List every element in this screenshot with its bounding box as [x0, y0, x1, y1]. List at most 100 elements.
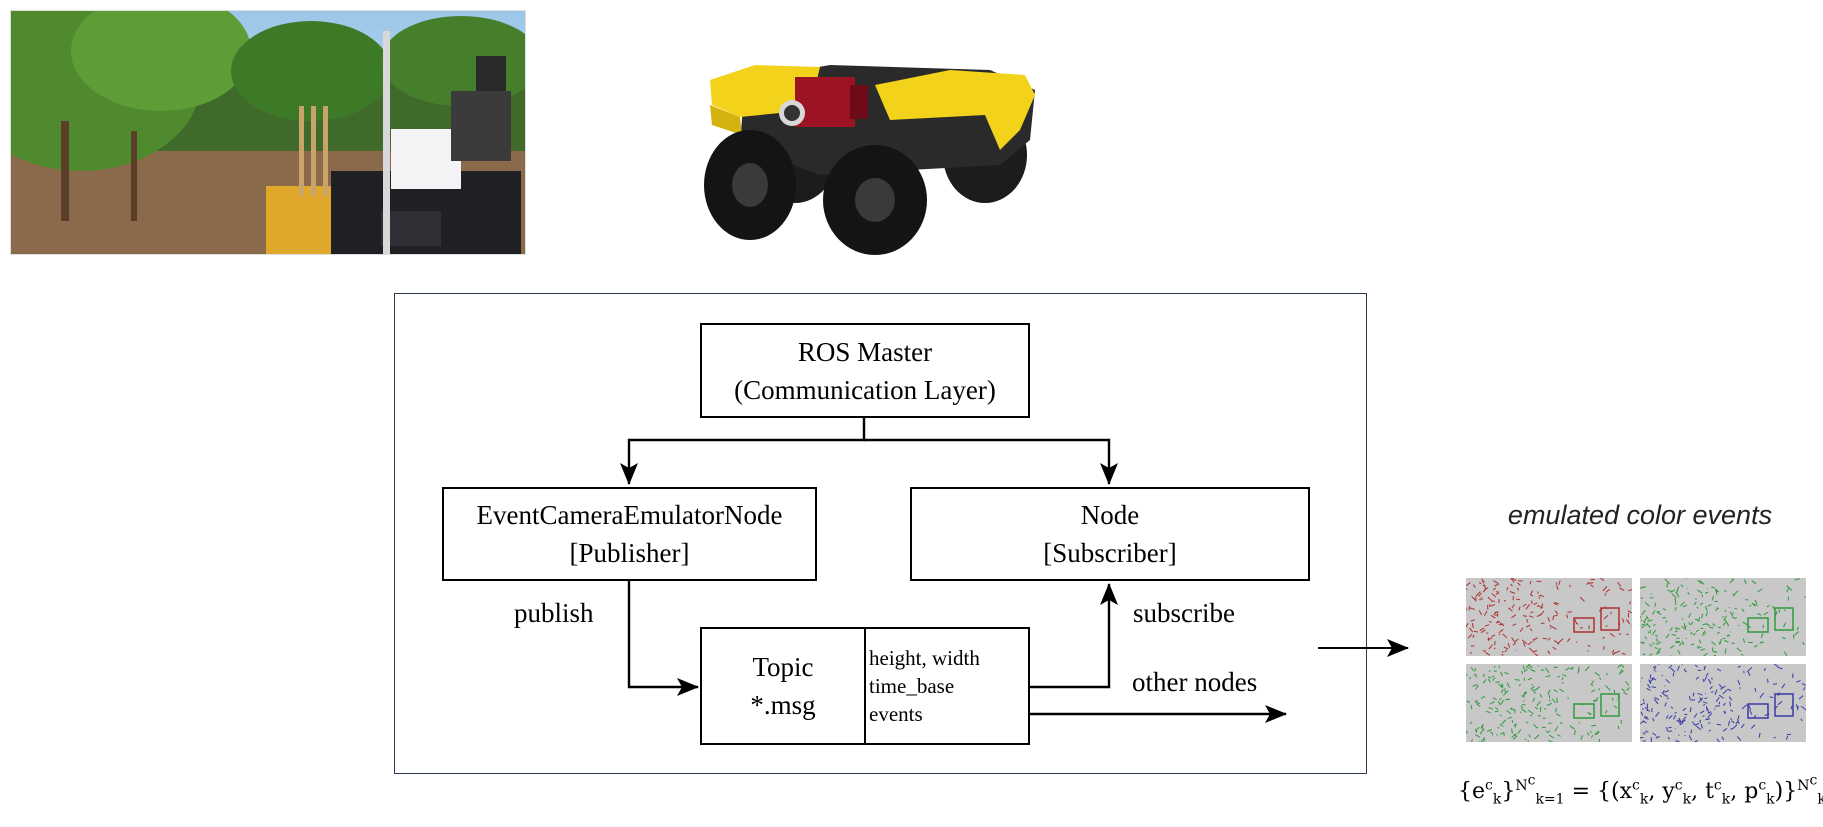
event-stroke [1729, 578, 1735, 584]
event-stroke [1640, 702, 1646, 706]
event-stroke [1538, 665, 1540, 668]
event-stroke [1626, 619, 1631, 625]
event-stroke [1688, 735, 1693, 741]
event-stroke [1694, 664, 1698, 668]
event-stroke [1491, 592, 1497, 598]
event-stroke [1556, 713, 1561, 717]
event-stroke [1702, 715, 1705, 718]
event-stroke [1651, 610, 1656, 615]
event-stroke [1567, 611, 1572, 613]
event-stroke [1610, 611, 1612, 615]
event-stroke [1511, 578, 1517, 581]
event-stroke [1499, 723, 1502, 727]
event-stroke [1536, 605, 1540, 607]
event-stroke [1511, 728, 1513, 734]
subscriber-node: Node [Subscriber] [910, 487, 1310, 581]
event-stroke [1741, 704, 1748, 710]
event-stroke [1553, 640, 1560, 645]
event-stroke [1472, 623, 1474, 628]
event-stroke [1662, 608, 1667, 611]
event-stroke [1742, 621, 1748, 626]
event-stroke [1505, 698, 1511, 701]
ros-master-title: ROS Master [797, 336, 933, 367]
event-stroke [1684, 625, 1687, 629]
event-stroke [1521, 670, 1523, 675]
event-stroke [1591, 689, 1596, 693]
event-stroke [1471, 739, 1473, 742]
event-stroke [1539, 693, 1543, 698]
event-stroke [1702, 652, 1708, 656]
event-stroke [1734, 607, 1738, 610]
event-stroke [1793, 631, 1800, 636]
event-stroke [1558, 580, 1561, 585]
event-stroke [1722, 689, 1728, 695]
event-stroke [1487, 676, 1492, 679]
event-stroke [1640, 586, 1644, 589]
event-stroke [1469, 607, 1475, 610]
event-stroke [1512, 623, 1517, 626]
event-stroke [1786, 587, 1790, 593]
event-stroke [1716, 738, 1721, 742]
event-stroke [1690, 643, 1695, 646]
event-stroke [1533, 640, 1535, 642]
event-stroke [1690, 631, 1693, 635]
event-stroke [1697, 589, 1703, 594]
event-stroke [1776, 694, 1780, 696]
event-stroke [1690, 729, 1693, 734]
topic-field: events [869, 702, 923, 726]
event-stroke [1537, 715, 1541, 717]
event-stroke [1654, 697, 1660, 701]
event-stroke [1609, 632, 1615, 638]
event-stroke [1517, 582, 1521, 587]
event-stroke [1784, 651, 1788, 656]
event-stroke [1627, 610, 1632, 614]
event-stroke [1479, 627, 1485, 632]
event-stroke [1751, 602, 1756, 607]
event-stroke [1496, 734, 1498, 736]
event-stroke [1507, 716, 1513, 719]
event-stroke [1470, 619, 1475, 622]
other-nodes-label: other nodes [1132, 667, 1258, 697]
event-stroke [1474, 597, 1477, 600]
event-stroke [1566, 637, 1571, 643]
event-stroke [1678, 642, 1682, 646]
event-stroke [1742, 638, 1746, 643]
event-stroke [1498, 623, 1504, 626]
event-stroke [1532, 697, 1536, 702]
event-stroke [1772, 683, 1778, 685]
event-stroke [1482, 679, 1487, 684]
event-stroke [1671, 633, 1677, 636]
event-stroke [1517, 729, 1522, 734]
event-stroke [1480, 695, 1486, 699]
event-stroke [1649, 653, 1653, 656]
event-stroke [1687, 591, 1690, 595]
event-stroke [1599, 677, 1602, 680]
topic-msg-type: *.msg [750, 690, 816, 720]
event-stroke [1483, 610, 1488, 616]
event-stroke [1487, 678, 1491, 683]
event-stroke [1677, 649, 1681, 655]
event-stroke [1486, 729, 1492, 732]
event-stroke [1676, 586, 1680, 591]
event-stroke [1534, 706, 1539, 710]
event-stroke [1702, 631, 1705, 637]
event-stroke [1485, 651, 1491, 656]
event-stroke [1781, 637, 1786, 640]
event-stroke [1700, 648, 1706, 651]
event-stroke [1644, 717, 1649, 720]
event-stroke [1668, 715, 1673, 720]
event-stroke [1651, 686, 1657, 688]
event-stroke [1494, 707, 1499, 710]
event-stroke [1743, 579, 1747, 585]
event-stroke [1722, 637, 1726, 640]
event-stroke [1717, 626, 1721, 629]
event-stroke [1540, 603, 1544, 609]
event-stroke [1652, 732, 1657, 736]
event-stroke [1528, 615, 1534, 618]
event-stroke [1469, 627, 1474, 633]
event-stroke [1659, 694, 1662, 698]
event-stroke [1491, 634, 1496, 638]
event-stroke [1549, 734, 1555, 739]
event-stroke [1718, 694, 1724, 699]
event-stroke [1786, 585, 1793, 591]
